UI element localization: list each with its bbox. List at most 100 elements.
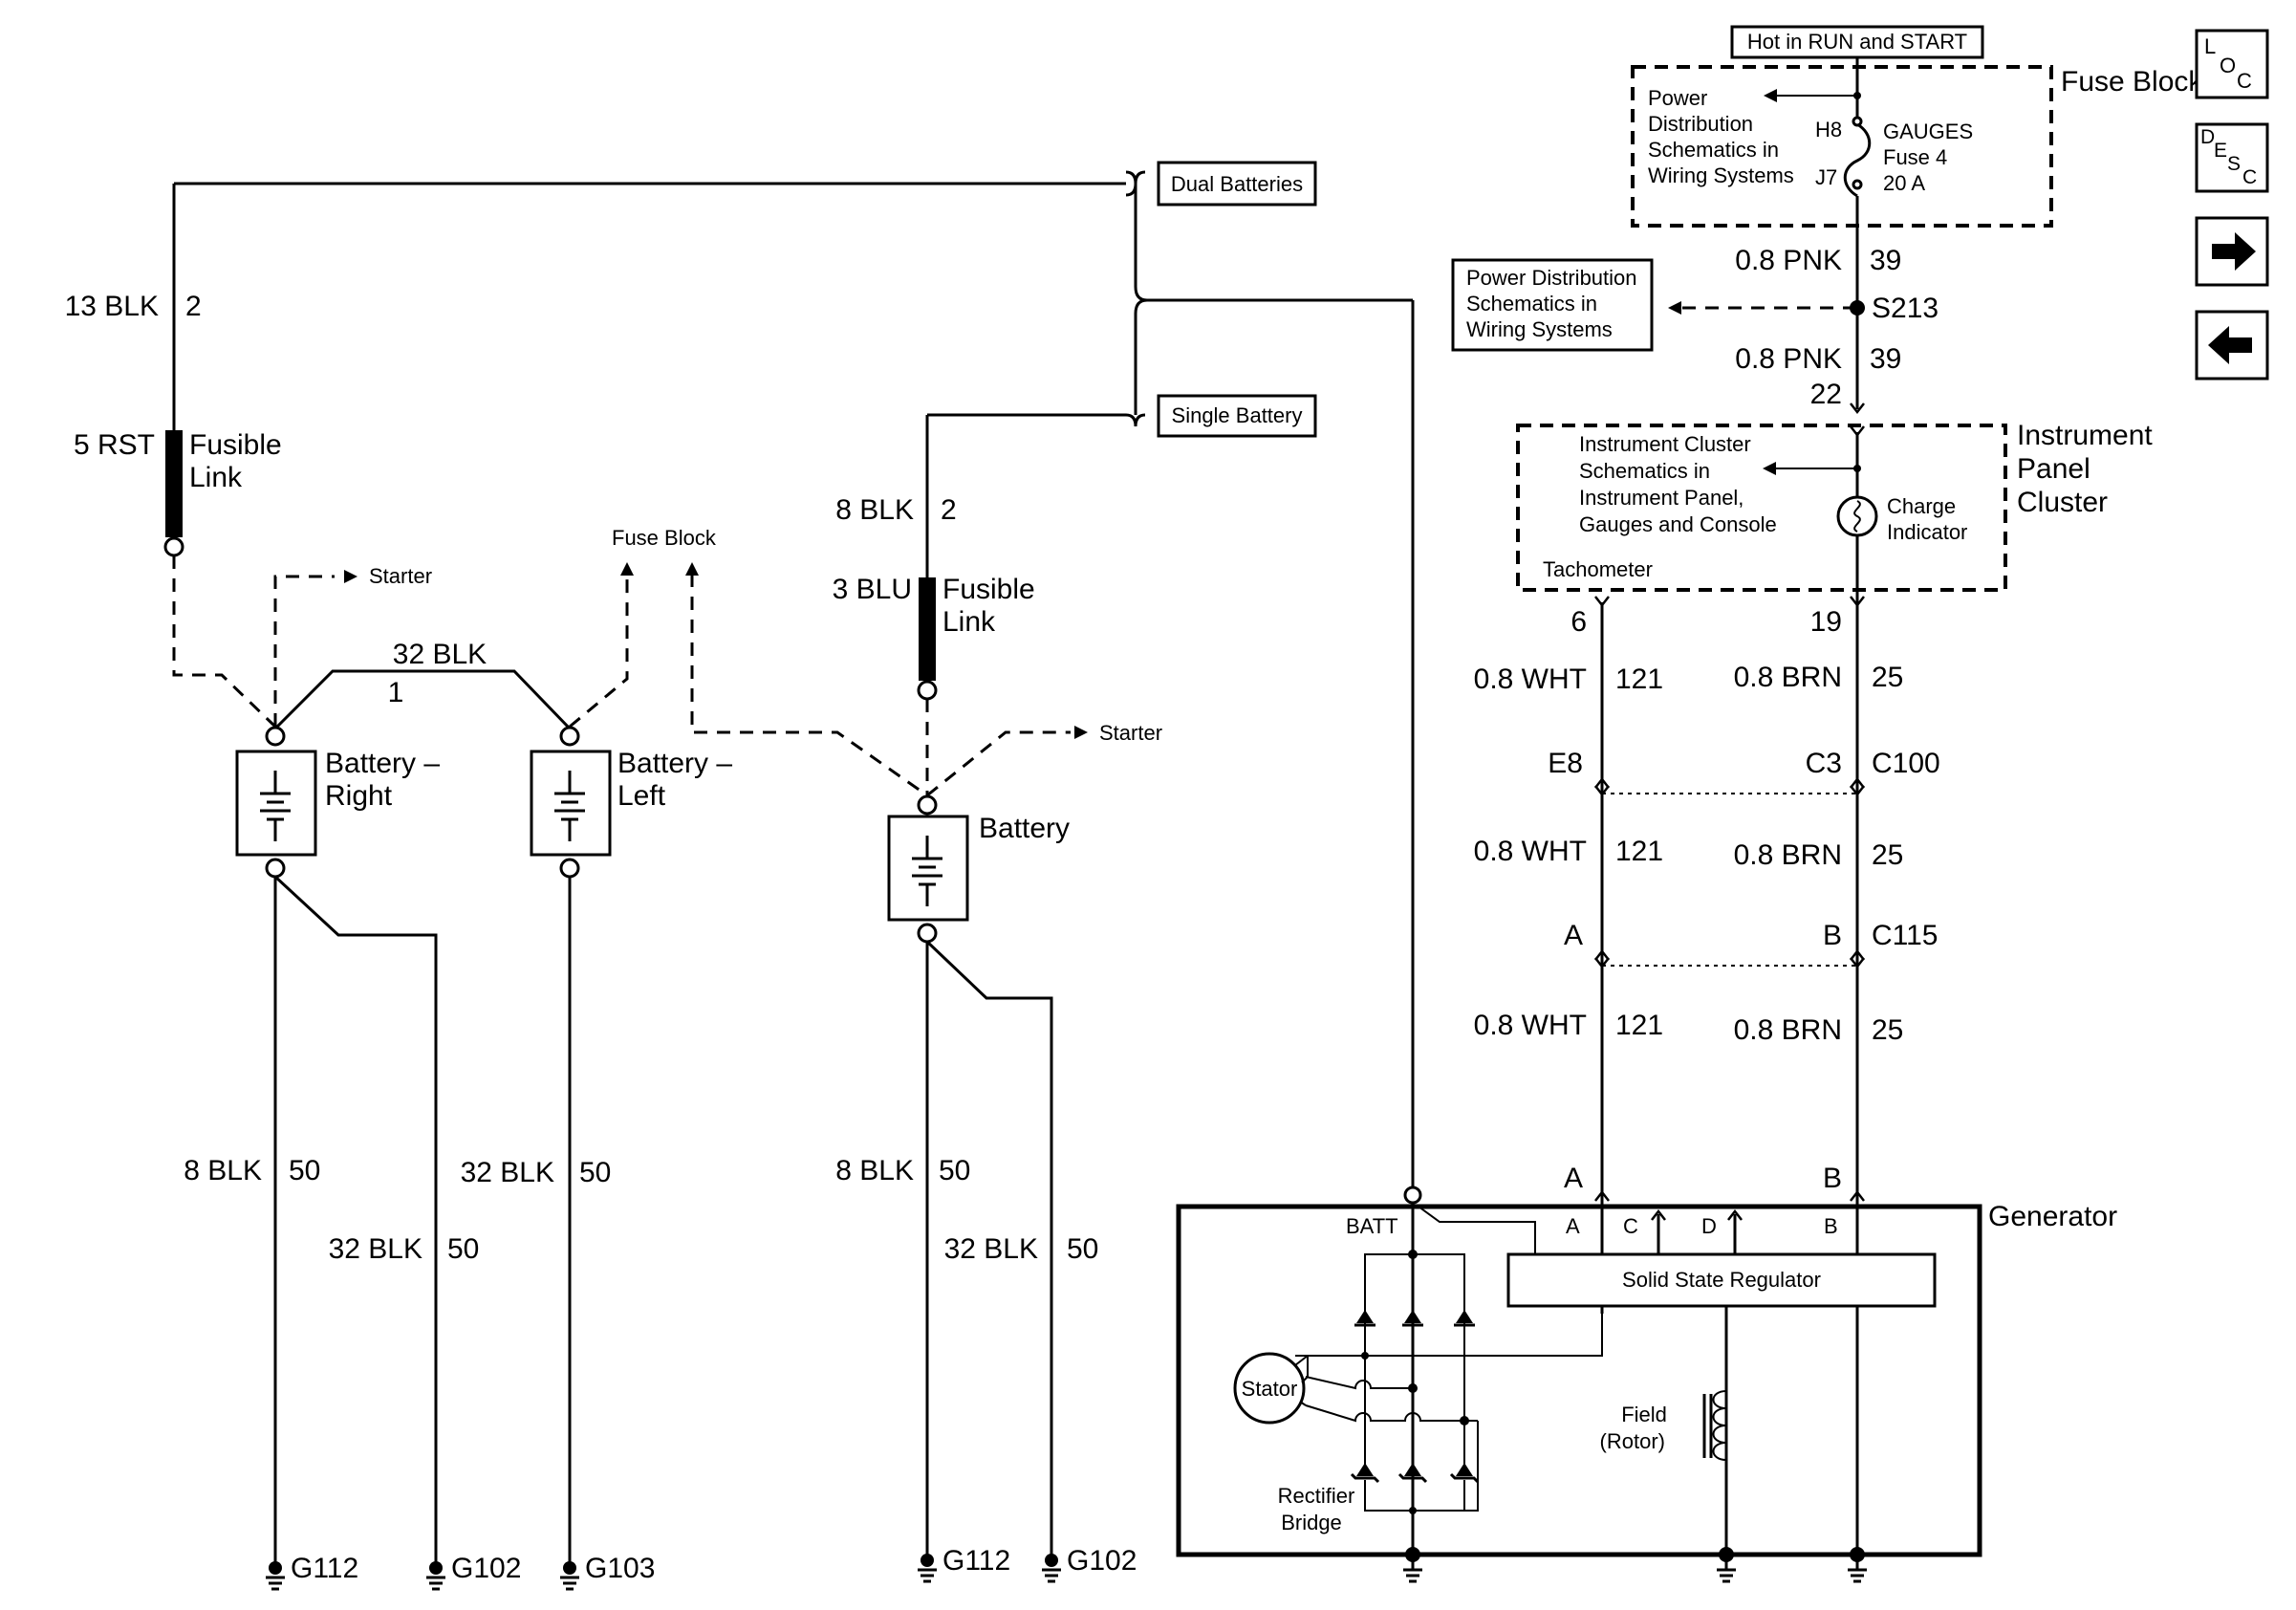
generator-outline [1176, 1204, 1982, 1557]
svg-text:E: E [2214, 140, 2227, 162]
tach-wire-3-circuit: 121 [1615, 1010, 1663, 1041]
single-feed-gauge: 8 BLK [835, 494, 914, 526]
single-feed-circuit: 2 [941, 494, 957, 526]
charge-wire-2-gauge: 0.8 BRN [1734, 839, 1842, 871]
next-button[interactable] [2195, 216, 2269, 287]
single-gnd-gauge: 8 BLK [835, 1155, 914, 1186]
fuse-block-label: Fuse Block [612, 526, 717, 550]
loc-button[interactable]: L O C [2195, 29, 2269, 99]
dual-battery-circuit: 13 BLK 2 5 RST Fusible Link Starter Fuse… [65, 184, 740, 1591]
battery-option-brackets: Dual Batteries Single Battery [174, 161, 1415, 1187]
regulator-label: Solid State Regulator [1622, 1268, 1821, 1292]
stator [1233, 1352, 1306, 1425]
tach-wire-3-gauge: 0.8 WHT [1474, 1010, 1587, 1041]
dual-feed-gauge: 13 BLK [65, 291, 159, 322]
instrument-panel-cluster: Instrument Panel Cluster Instrument Clus… [1516, 420, 2153, 638]
gen-term-a: A [1566, 1214, 1580, 1238]
battery-right-label: Battery – Right [325, 748, 447, 812]
ground-g112-single: G112 [942, 1545, 1010, 1577]
single-fusible-gauge: 3 BLU [833, 574, 912, 605]
ground-g103: G103 [585, 1553, 655, 1584]
c115-charge-pin: B [1823, 920, 1842, 951]
tach-wire-2-circuit: 121 [1615, 836, 1663, 867]
pnk-wire-upper-circuit: 39 [1870, 245, 1901, 276]
gnd-right-circuit: 50 [289, 1155, 320, 1186]
hot-label: Hot in RUN and START [1747, 30, 1967, 54]
tach-wire-1-gauge: 0.8 WHT [1474, 664, 1587, 695]
single-battery-label: Battery [979, 813, 1070, 844]
single-battery-circuit: 8 BLK 2 3 BLU Fusible Link Starter Batte… [685, 415, 1162, 1583]
right-arrow-icon [2212, 232, 2256, 271]
fuse-symbol [1843, 122, 1872, 198]
svg-text:D: D [2200, 126, 2215, 148]
gnd-right2-circuit: 50 [447, 1233, 479, 1265]
gen-conn-b: B [1823, 1163, 1842, 1194]
tach-wire-2-gauge: 0.8 WHT [1474, 836, 1587, 867]
ground-g102-single: G102 [1067, 1545, 1137, 1577]
field-coil [1712, 1390, 1727, 1461]
gnd-left-circuit: 50 [579, 1157, 611, 1188]
dual-fusible-gauge: 5 RST [74, 429, 155, 461]
c115-tach-pin: A [1564, 920, 1583, 951]
charge-wire-2-circuit: 25 [1872, 839, 1903, 871]
fuse-block-outline [1631, 65, 2053, 228]
interconnect-gauge: 32 BLK [393, 639, 487, 670]
harness-run: 0.8 WHT 121 0.8 BRN 25 E8 C3 C100 0.8 WH… [1474, 602, 1940, 1203]
dual-starter-label: Starter [369, 564, 432, 588]
single-gnd2-gauge: 32 BLK [944, 1233, 1038, 1265]
prev-button[interactable] [2195, 310, 2269, 381]
desc-button[interactable]: D E S C [2195, 122, 2269, 193]
tach-wire-1-circuit: 121 [1615, 664, 1663, 695]
tachometer-label: Tachometer [1543, 557, 1653, 581]
rectifier-label: Rectifier Bridge [1278, 1484, 1361, 1534]
single-fusible-label: Fusible Link [942, 574, 1043, 638]
charge-indicator-label: Charge Indicator [1887, 494, 1967, 544]
battery-left-label: Battery – Left [617, 748, 740, 812]
left-arrow-icon [2208, 326, 2252, 364]
c100-charge-pin: C3 [1806, 748, 1842, 779]
c100-tach-pin: E8 [1548, 748, 1583, 779]
svg-text:C: C [2242, 166, 2257, 188]
pds-ref-splice: Power Distribution Schematics in Wiring … [1466, 266, 1643, 341]
stator-label: Stator [1242, 1377, 1298, 1401]
ground-g112-dual: G112 [291, 1553, 358, 1584]
gen-term-batt: BATT [1346, 1214, 1398, 1238]
dual-batteries-label: Dual Batteries [1171, 172, 1303, 196]
cluster-outline [1516, 424, 2007, 592]
ground-g102-dual: G102 [451, 1553, 521, 1584]
svg-text:S: S [2227, 153, 2241, 175]
pnk-wire-lower-gauge: 0.8 PNK [1735, 343, 1842, 375]
generator-title: Generator [1988, 1201, 2117, 1232]
gen-term-d: D [1701, 1214, 1717, 1238]
svg-text:O: O [2220, 54, 2236, 77]
dual-fusible-label: Fusible Link [189, 429, 290, 493]
cluster-pin-tach: 6 [1570, 606, 1587, 638]
single-gnd-circuit: 50 [939, 1155, 970, 1186]
splice-id: S213 [1872, 293, 1939, 324]
charge-wire-3-gauge: 0.8 BRN [1734, 1014, 1842, 1046]
gen-conn-a: A [1564, 1163, 1583, 1194]
gnd-right-gauge: 8 BLK [184, 1155, 262, 1186]
charge-wire-3-circuit: 25 [1872, 1014, 1903, 1046]
fuse-pin-in: H8 [1815, 118, 1842, 141]
fuse-block-ip: Hot in RUN and START Fuse Block – I/P Po… [1631, 25, 2269, 228]
pds-ref-fuse: Power Distribution Schematics in Wiring … [1648, 86, 1794, 187]
c115-name: C115 [1872, 920, 1939, 951]
gnd-left-gauge: 32 BLK [461, 1157, 554, 1188]
solid-state-regulator [1506, 1252, 1937, 1308]
single-battery-label: Single Battery [1172, 403, 1303, 427]
pnk-wire-upper-gauge: 0.8 PNK [1735, 245, 1842, 276]
svg-text:L: L [2204, 34, 2216, 58]
dual-feed-circuit: 2 [185, 291, 202, 322]
c100-name: C100 [1872, 748, 1940, 779]
single-battery-box [1157, 394, 1317, 438]
gen-term-c: C [1623, 1214, 1638, 1238]
cluster-pin-in: 22 [1810, 379, 1842, 410]
single-starter-label: Starter [1099, 721, 1162, 745]
pnk-wire-lower-circuit: 39 [1870, 343, 1901, 375]
charge-wire-1-gauge: 0.8 BRN [1734, 662, 1842, 693]
cluster-ref: Instrument Cluster Schematics in Instrum… [1579, 432, 1777, 536]
cluster-pin-charge: 19 [1810, 606, 1842, 638]
single-gnd2-circuit: 50 [1067, 1233, 1098, 1265]
